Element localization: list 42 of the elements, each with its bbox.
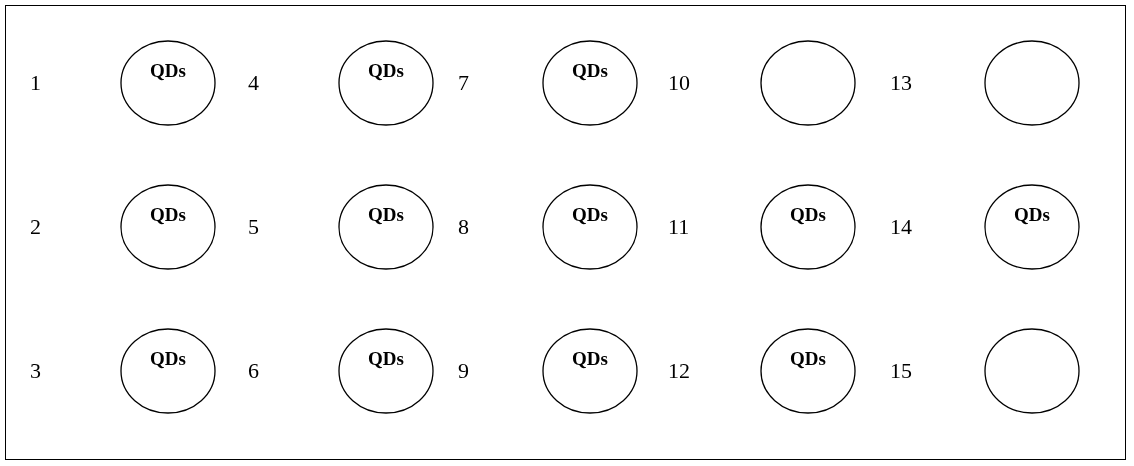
number-label: 13 [890,70,912,96]
number-label: 2 [30,214,41,240]
ellipse [542,184,638,270]
ellipse [542,40,638,126]
number-label: 1 [30,70,41,96]
number-label: 6 [248,358,259,384]
number-label: 15 [890,358,912,384]
ellipse [338,184,434,270]
number-label: 5 [248,214,259,240]
ellipse-label: QDs [571,348,609,370]
ellipse-label: QDs [149,204,187,226]
ellipse-label: QDs [149,348,187,370]
number-label: 9 [458,358,469,384]
ellipse [984,184,1080,270]
number-label: 12 [668,358,690,384]
ellipse [120,184,216,270]
number-label: 10 [668,70,690,96]
ellipse-label: QDs [367,204,405,226]
ellipse [760,40,856,126]
ellipse [542,328,638,414]
ellipse [120,328,216,414]
ellipse-label: QDs [571,60,609,82]
ellipse-label: QDs [1013,204,1051,226]
ellipse-label: QDs [149,60,187,82]
number-label: 3 [30,358,41,384]
ellipse-label: QDs [367,348,405,370]
ellipse [760,328,856,414]
ellipse [338,328,434,414]
number-label: 7 [458,70,469,96]
ellipse-label: QDs [571,204,609,226]
number-label: 4 [248,70,259,96]
ellipse [984,328,1080,414]
ellipse [120,40,216,126]
ellipse-label: QDs [789,204,827,226]
ellipse [760,184,856,270]
ellipse-label: QDs [367,60,405,82]
number-label: 8 [458,214,469,240]
ellipse-label: QDs [789,348,827,370]
number-label: 11 [668,214,690,240]
ellipse [338,40,434,126]
number-label: 14 [890,214,912,240]
ellipse [984,40,1080,126]
